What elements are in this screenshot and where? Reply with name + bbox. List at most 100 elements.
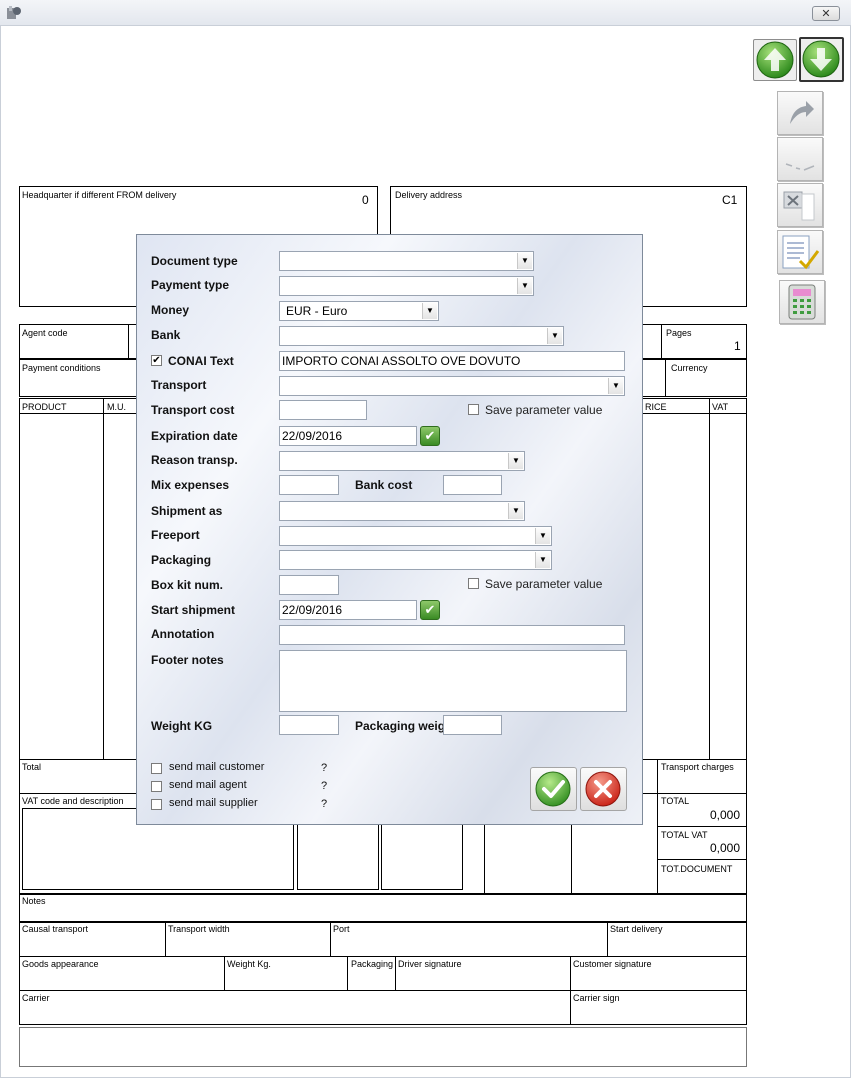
excel-export-button[interactable] [777,183,823,227]
notes-box[interactable] [19,894,747,922]
date-picker-check-icon[interactable]: ✔ [420,426,440,446]
port-label: Port [333,924,350,934]
send-mail-customer-label: send mail customer [169,761,265,773]
vat-code-label: VAT code and description [22,796,124,806]
save-parameter-label-2: Save parameter value [485,577,603,591]
footer-notes-textarea[interactable] [279,650,627,712]
date-picker-check-icon[interactable]: ✔ [420,600,440,620]
divider [347,956,348,991]
transport-select[interactable]: ▼ [279,376,625,396]
total-label: Total [22,762,42,772]
packaging-weight-label: Packaging weig [355,719,446,733]
box-kit-input[interactable] [279,575,339,595]
delivery-address-value: C1 [722,193,738,207]
bank-select[interactable]: ▼ [279,326,564,346]
payment-type-label: Payment type [151,278,230,292]
footer-notes-label: Footer notes [151,653,224,667]
send-mail-customer-checkbox[interactable] [151,763,162,774]
transport-cost-input[interactable] [279,400,367,420]
move-up-button[interactable] [753,39,797,81]
pages-label: Pages [666,328,692,338]
headquarter-value: 0 [362,193,369,207]
expiration-date-label: Expiration date [151,429,238,443]
cancel-button[interactable] [580,767,627,811]
excel-export-icon [783,191,815,221]
arrow-down-icon [802,40,840,78]
document-type-select[interactable]: ▼ [279,251,534,271]
divider [330,922,331,957]
transport-cost-label: Transport cost [151,403,235,417]
customer-signature-label: Customer signature [573,959,652,969]
help-mark[interactable]: ? [321,762,328,774]
start-delivery-label: Start delivery [610,924,663,934]
notes-label: Notes [22,896,46,906]
bank-cost-input[interactable] [443,475,502,495]
freeport-select[interactable]: ▼ [279,526,552,546]
divider [657,759,658,794]
driver-signature-label: Driver signature [398,959,462,969]
start-shipment-input[interactable]: 22/09/2016 [279,600,417,620]
help-mark[interactable]: ? [321,798,328,810]
divider [395,956,396,991]
delivery-address-label: Delivery address [395,190,463,200]
column-divider [709,398,710,760]
checklist-icon [782,235,820,270]
chevron-down-icon: ▼ [517,253,532,269]
carrier-row [19,990,747,1025]
footer-box[interactable] [19,1027,747,1067]
mix-expenses-label: Mix expenses [151,478,230,492]
annotation-input[interactable] [279,625,625,645]
start-shipment-label: Start shipment [151,603,236,617]
goods-appearance-label: Goods appearance [22,959,99,969]
redo-button[interactable] [777,91,823,135]
annotation-label: Annotation [151,627,215,641]
col-mu: M.U. [107,402,126,412]
move-down-button[interactable] [799,37,844,82]
shipment-as-select[interactable]: ▼ [279,501,525,521]
divider [657,826,747,827]
transport-charges-label: Transport charges [661,762,734,772]
signature-icon [785,163,815,171]
conai-checkbox[interactable]: ✔ [151,355,162,366]
weight-kg-label-dialog: Weight KG [151,719,213,733]
calculator-button[interactable] [779,280,825,324]
signature-button[interactable] [777,137,823,181]
calculator-icon [788,284,816,320]
weight-kg-label: Weight Kg. [227,959,271,969]
bank-cost-label: Bank cost [355,478,413,492]
reason-transport-select[interactable]: ▼ [279,451,525,471]
packaging-weight-input[interactable] [443,715,502,735]
send-mail-agent-checkbox[interactable] [151,781,162,792]
help-mark[interactable]: ? [321,780,328,792]
checklist-button[interactable] [777,230,823,274]
payment-type-select[interactable]: ▼ [279,276,534,296]
conai-label: CONAI Text [168,354,234,368]
conai-text-input[interactable]: IMPORTO CONAI ASSOLTO OVE DOVUTO [279,351,625,371]
transport-width-label: Transport width [168,924,230,934]
send-mail-agent-label: send mail agent [169,779,247,791]
expiration-date-input[interactable]: 22/09/2016 [279,426,417,446]
send-mail-supplier-label: send mail supplier [169,797,258,809]
divider [224,956,225,991]
save-parameter-checkbox-2[interactable] [468,578,479,589]
arrow-up-icon [756,41,794,79]
packaging-select[interactable]: ▼ [279,550,552,570]
money-select[interactable]: EUR - Euro▼ [279,301,439,321]
save-parameter-checkbox[interactable] [468,404,479,415]
confirm-button[interactable] [530,767,577,811]
mix-expenses-input[interactable] [279,475,339,495]
chevron-down-icon: ▼ [547,328,562,344]
chevron-down-icon: ▼ [535,528,550,544]
box-kit-label: Box kit num. [151,578,224,592]
headquarter-label: Headquarter if different FROM delivery [22,190,177,200]
divider [570,956,571,991]
divider [661,324,662,359]
shipment-as-label: Shipment as [151,504,223,518]
cancel-x-icon [585,771,621,807]
send-mail-supplier-checkbox[interactable] [151,799,162,810]
chevron-down-icon: ▼ [517,278,532,294]
close-button[interactable]: ✕ [812,6,840,21]
reason-transport-label: Reason transp. [151,453,238,467]
weight-kg-input[interactable] [279,715,339,735]
chevron-down-icon: ▼ [508,503,523,519]
